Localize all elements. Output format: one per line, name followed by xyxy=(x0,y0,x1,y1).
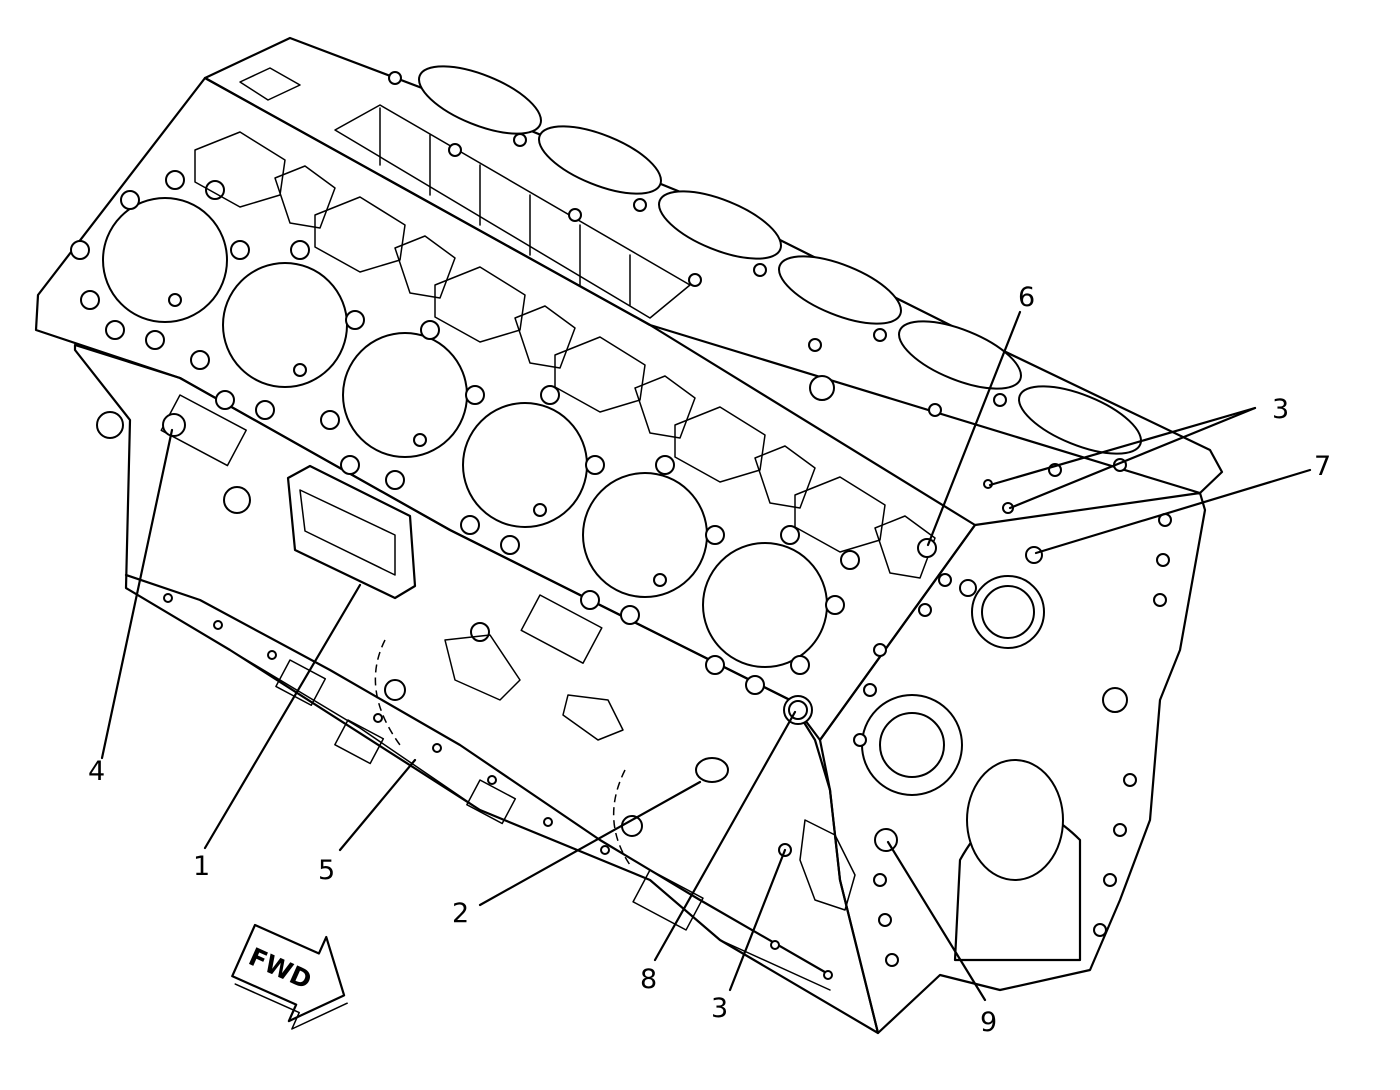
callout-7: 7 xyxy=(1314,451,1331,482)
callout-2: 2 xyxy=(452,898,469,929)
leader-lines xyxy=(100,310,1312,1002)
front-face xyxy=(818,491,1207,1035)
callout-3-top: 3 xyxy=(1272,394,1289,425)
fwd-arrow-shape xyxy=(231,923,346,1023)
engine-block xyxy=(34,36,1224,1035)
right-bank-cylinder-bores xyxy=(418,65,1142,455)
side-cover-plate xyxy=(286,464,417,600)
callout-4: 4 xyxy=(88,756,105,787)
leader-2 xyxy=(478,780,702,907)
leader-5 xyxy=(338,758,417,852)
rail-bolt-marks xyxy=(163,593,833,980)
callout-9: 9 xyxy=(980,1007,997,1038)
right-bank-bolt-holes xyxy=(388,71,1127,477)
callout-8: 8 xyxy=(640,964,657,995)
leader-9 xyxy=(886,840,987,1002)
oil-pan-rail xyxy=(124,573,832,977)
callout-5: 5 xyxy=(318,855,335,886)
left-bank-bolt-holes xyxy=(70,170,860,695)
oil-pan-rail-lower xyxy=(125,587,831,991)
leader-7 xyxy=(1034,468,1312,555)
leader-6 xyxy=(926,310,1022,547)
leader-8 xyxy=(653,710,797,962)
left-bank-rocker-pads xyxy=(194,131,936,579)
leader-3-top-b xyxy=(1008,406,1257,510)
fwd-arrow: FWD xyxy=(231,923,348,1030)
valley-openings xyxy=(239,67,691,319)
callout-3-bottom: 3 xyxy=(711,993,728,1024)
callout-labels: 1 2 3 3 4 5 6 7 8 9 xyxy=(88,282,1331,1038)
front-face-features xyxy=(799,513,1172,967)
leader-1 xyxy=(203,583,362,850)
side-features xyxy=(96,411,1043,866)
callout-1: 1 xyxy=(193,851,210,882)
left-bank-cylinder-bores xyxy=(102,197,828,668)
leader-3-bottom xyxy=(728,848,787,992)
rail-pads xyxy=(160,394,704,931)
callout-6: 6 xyxy=(1018,282,1035,313)
front-face-edge-holes xyxy=(853,513,1172,967)
leader-3-top-a xyxy=(988,406,1257,487)
leader-4 xyxy=(100,428,174,760)
